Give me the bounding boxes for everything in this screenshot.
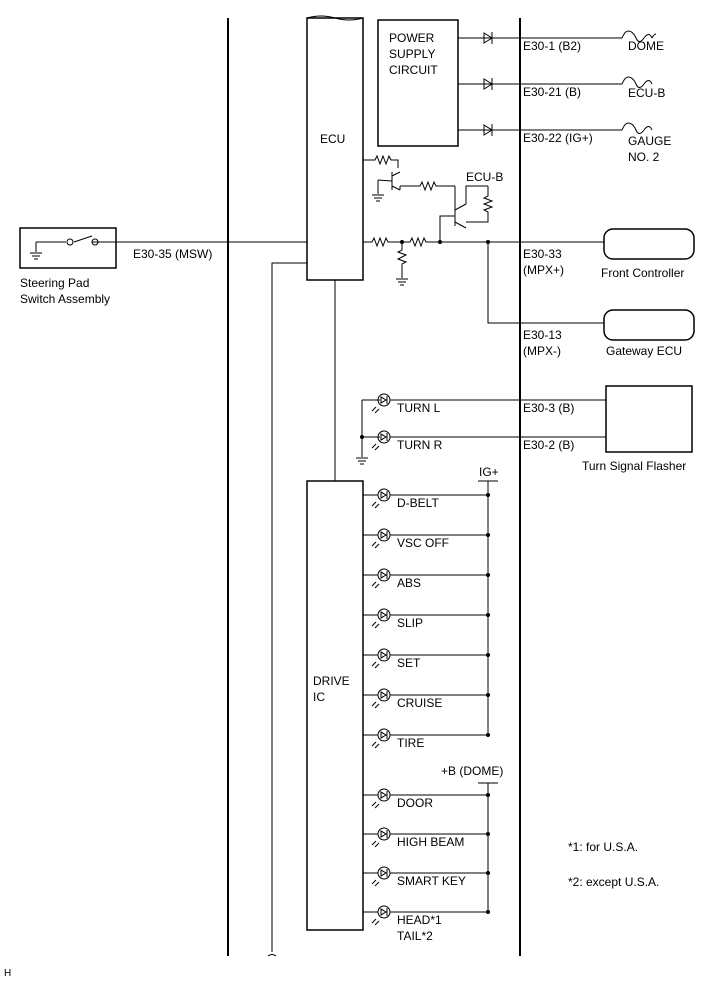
lamp-label: VSC OFF [397,536,449,550]
led-icon [377,905,391,919]
led-icon [377,568,391,582]
power-input-fuse: GAUGE [628,134,671,148]
mpx-circuit [363,236,604,324]
led-icon [377,827,391,841]
ig-lamp: SET [363,648,490,670]
turn-signal-flasher-label: Turn Signal Flasher [582,459,686,473]
fuse-icon [621,76,653,88]
power-input-2: E30-21 (B) ECU-B [458,76,665,100]
power-input-connector: E30-22 (IG+) [523,131,593,145]
ecu-break-mark [306,15,364,21]
msw-connector-label: E30-35 (MSW) [133,247,212,261]
power-input-fuse: ECU-B [628,86,665,100]
turn-lamp-connector: E30-3 (B) [523,401,574,415]
dome-label: +B (DOME) [441,764,503,778]
mpx-minus-connector-line1: E30-13 [523,328,562,342]
lamp-label: HEAD*1 [397,913,442,927]
power-input-1: E30-1 (B2) DOME [458,30,664,53]
power-input-connector: E30-21 (B) [523,85,581,99]
lamp-label: SMART KEY [397,874,466,888]
ig-lamp: CRUISE [363,688,490,710]
ig-lamp: TIRE [363,728,490,750]
turn-lamp-r: TURN R E30-2 (B) [362,430,606,452]
lamp-label: HIGH BEAM [397,835,464,849]
ecu-label: ECU [320,132,345,146]
note-1: *1: for U.S.A. [568,840,638,854]
power-input-fuse-line2: NO. 2 [628,150,660,164]
gateway-ecu-label: Gateway ECU [606,344,682,358]
steering-switch-label-2: Switch Assembly [20,292,110,306]
switch-icon [30,235,116,260]
fuse-icon [621,30,657,42]
mpx-plus-connector-line1: E30-33 [523,247,562,261]
led-icon [377,788,391,802]
steering-switch-label-1: Steering Pad [20,276,89,290]
turn-lamp-l: TURN L E30-3 (B) [362,393,606,415]
turn-lamp-label: TURN L [397,401,441,415]
fuse-icon [621,122,653,134]
front-controller-label: Front Controller [601,266,684,280]
ig-lamp: VSC OFF [363,528,490,550]
turn-lamps [356,400,368,465]
ecu-internal-circuit: ECU-B [363,154,503,242]
ig-lamp: D-BELT [363,488,490,510]
dome-bus: +B (DOME) [441,764,503,912]
lamp-label: ABS [397,576,421,590]
lamp-label: CRUISE [397,696,442,710]
drive-ic-label-1: DRIVE [313,674,350,688]
turn-signal-flasher-box [605,385,693,453]
lamp-label: SET [397,656,421,670]
ig-bus: IG+ [478,465,499,735]
note-2: *2: except U.S.A. [568,875,659,889]
ig-lamp-group: D-BELT VSC OFF ABS SLIP SET CRUISE TIRE [363,488,490,750]
led-icon [377,728,391,742]
lamp-label-line2: TAIL*2 [397,929,433,943]
led-icon [377,608,391,622]
lamp-label: DOOR [397,796,433,810]
gateway-ecu-box [603,309,695,341]
ecu-box [306,17,364,281]
led-icon [377,688,391,702]
lamp-label: SLIP [397,616,423,630]
lamp-label: D-BELT [397,496,439,510]
power-supply-box [377,19,459,147]
power-supply-line3: CIRCUIT [389,63,438,77]
dome-lamp: DOOR [363,788,490,810]
ig-label: IG+ [479,465,499,479]
power-input-connector: E30-1 (B2) [523,39,581,53]
ig-lamp: SLIP [363,608,490,630]
led-icon [377,648,391,662]
drive-ic-label-2: IC [313,690,325,704]
diode-icon [483,78,493,90]
ecu-b-label: ECU-B [466,170,503,184]
lamp-label: TIRE [397,736,424,750]
turn-lamp-connector: E30-2 (B) [523,438,574,452]
drive-ic-box [306,480,364,931]
dome-lamp: SMART KEY [363,866,490,888]
power-input-fuse: DOME [628,39,664,53]
mpx-minus-connector-line2: (MPX-) [523,344,561,358]
ig-lamp: ABS [363,568,490,590]
led-icon [377,866,391,880]
power-supply-line2: SUPPLY [389,47,435,61]
steering-switch-box [19,227,117,269]
led-icon [377,488,391,502]
ecu-ground-wire [267,262,307,957]
power-supply-line1: POWER [389,31,435,45]
diode-icon [483,32,493,44]
dome-lamp: HIGH BEAM [363,827,490,849]
mpx-plus-connector-line2: (MPX+) [523,263,564,277]
led-icon [377,528,391,542]
turn-lamp-label: TURN R [397,438,443,452]
footer-code: H [4,968,11,979]
power-input-3: E30-22 (IG+) GAUGE NO. 2 [458,122,671,164]
front-controller-box [603,228,695,260]
diode-icon [483,124,493,136]
